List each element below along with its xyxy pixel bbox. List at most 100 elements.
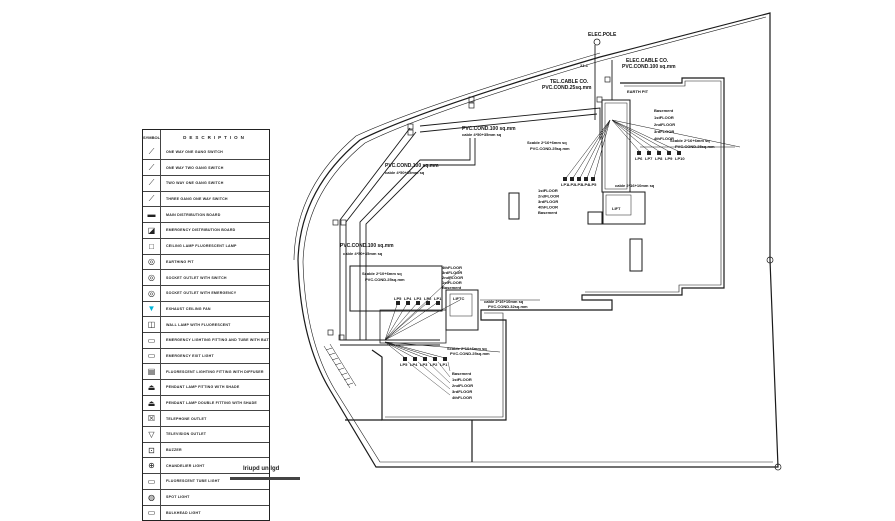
tv-outlet-icon: ▽: [143, 427, 161, 442]
legend-row: ◫WALL LAMP WITH FLUORESCENT: [143, 316, 269, 332]
panel-label: LP1: [434, 296, 442, 301]
legend-row: ⟋TWO WAY ONE GANG SWITCH: [143, 175, 269, 191]
legend-row: ◍ SPOT LIGHT: [143, 488, 269, 505]
floor-label: 1stFLOOR: [452, 377, 472, 382]
label-lift-2: LIFTC: [453, 296, 464, 301]
bulkhead-icon: ▭: [143, 505, 161, 521]
legend-row: ▭ EMERGENCY LIGHTING FITTING AND TUBE WIT…: [143, 331, 269, 348]
panel-label: LP2: [430, 362, 438, 367]
label-subcable-4-conduit: PVC.COND.25sq.mm: [365, 277, 405, 282]
label-subcable-4: Scable 2*10+6mm sq: [362, 271, 402, 276]
emergency-board-icon: ◪: [143, 223, 161, 238]
panel-label: LP2: [424, 296, 432, 301]
label-elec-cable: ELEC.CABLE CO.: [626, 58, 669, 64]
label-cable-main-3: cable 4*50+35mm sq: [343, 251, 383, 256]
legend-header-symbol: SYMBOL: [143, 130, 161, 145]
legend-row: ▭ EMERGENCY EXIT LIGHT: [143, 347, 269, 364]
legend-row: ▭FLUORESCENT TUBE LIGHT: [143, 473, 269, 489]
legend-row: ▬MAIN DISTRIBUTION BOARD: [143, 206, 269, 223]
legend-row: ⟋ONE WAY ONE GANG SWITCH: [143, 144, 269, 160]
legend-description: THREE GANG ONE WAY SWITCH: [166, 197, 228, 202]
panel-label: LP5: [400, 362, 408, 367]
label-subcable-1-conduit: PVC.COND.25sq.mm: [530, 146, 570, 151]
panel-label: LP7: [645, 156, 653, 161]
legend-table: SYMBOL DESCRIPTION ⟋ONE WAY ONE GANG SWI…: [142, 129, 270, 521]
legend-description: CEILING LAMP FLUORESCENT LAMP: [166, 244, 237, 249]
label-tel-cable: TEL.CABLE CO.: [550, 79, 589, 85]
elec-pole-icon: [593, 38, 601, 46]
legend-description: MAIN DISTRIBUTION BOARD: [166, 212, 221, 217]
legend-row: ◎ EARTHING PIT: [143, 253, 269, 270]
floor-label: 3rdFLOOR: [538, 199, 558, 204]
legend-row: ⏏PENDANT LAMP DOUBLE FITTING WITH SHADE: [143, 394, 269, 411]
riser-shaft: [601, 99, 631, 193]
legend-description: SPOT LIGHT: [166, 495, 190, 500]
fluorescent-tube-icon: ▭: [143, 474, 161, 489]
exhaust-fan-icon: ▼: [143, 301, 161, 317]
label-elec-pole: ELEC.POLE: [588, 32, 617, 38]
floor-label: Basement: [654, 108, 674, 113]
label-lift-cable: cable 2*16+10mm sq: [615, 183, 655, 188]
floor-label: 2ndFLOOR: [538, 194, 559, 199]
site-boundary: [297, 12, 779, 468]
spot-light-icon: ◍: [143, 489, 161, 505]
floor-label: 3rdFLOOR: [452, 389, 472, 394]
earth-pit-icon: ◎: [143, 254, 161, 270]
label-earth-pit: EARTH PIT: [627, 89, 649, 94]
floor-label: 4thFLOOR: [442, 265, 462, 270]
panel-label: LP10: [675, 156, 685, 161]
legend-description: TELEPHONE OUTLET: [166, 416, 207, 421]
floor-label: 2ndFLOOR: [654, 122, 675, 127]
legend-description: SOCKET OUTLET WITH EMERGENCY: [166, 291, 237, 296]
legend-row: ◎SOCKET OUTLET WITH EMERGENCY: [143, 284, 269, 301]
floor-label: 4thFLOOR: [452, 395, 472, 400]
legend-description: BULKHEAD LIGHT: [166, 510, 201, 515]
emergency-light-icon: ▭: [143, 332, 161, 348]
label-subcable-2: Scable 2*16+6mm sq: [670, 138, 710, 143]
panel-label: LP4: [410, 362, 418, 367]
chandelier-icon: ⊕: [143, 458, 161, 474]
floor-label: Basement: [442, 285, 462, 290]
legend-row: ▼EXHAUST CEILING FAN: [143, 300, 269, 317]
legend-header: SYMBOL DESCRIPTION: [143, 130, 269, 145]
floor-plan: ELEC.POLE ELEC.CABLE CO. PVC.COND.100 sq…: [293, 12, 782, 471]
legend-description: PENDANT LAMP DOUBLE FITTING WITH SHADE: [166, 401, 257, 406]
legend-row: ◪ EMERGENCY DISTRIBUTION BOARD: [143, 222, 269, 238]
label-subcable-1: Scable 2*16+6mm sq: [527, 140, 567, 145]
floor-label: 3rdFLOOR: [654, 129, 674, 134]
ceiling-lamp-icon: □: [143, 238, 161, 254]
label-conduit-main-1: PVC.COND.100 sq.mm: [462, 126, 516, 132]
legend-description: FLUORESCENT LIGHTING FITTING WITH DIFFUS…: [166, 369, 264, 374]
staircase: [323, 343, 357, 389]
legend-description: EMERGENCY EXIT LIGHT: [166, 353, 214, 358]
wall-lamp-icon: ◫: [143, 317, 161, 332]
legend-row: ▭ BULKHEAD LIGHT: [143, 504, 269, 521]
label-cable-main-1: cable 4*50+35mm sq: [462, 132, 502, 137]
panel-label: LP1: [440, 362, 448, 367]
legend-description: EARTHING PIT: [166, 259, 194, 264]
floor-label: 3rdFLOOR: [442, 270, 462, 275]
telephone-icon: ☒: [143, 411, 161, 427]
legend-row: ⊕CHANDELIER LIGHT: [143, 457, 269, 474]
floor-label: Basement: [538, 210, 558, 215]
panel-label: LP9: [665, 156, 673, 161]
label-subcable-2-conduit: PVC.COND.25sq.mm: [675, 144, 715, 149]
legend-row: ⟋ THREE GANG ONE WAY SWITCH: [143, 190, 269, 207]
drawing-caption: Iriupd un.lgd: [243, 466, 280, 472]
opening: [508, 192, 520, 220]
buzzer-icon: ⊡: [143, 442, 161, 458]
panel-label: LP6: [635, 156, 643, 161]
legend-description: EMERGENCY LIGHTING FITTING AND TUBE WITH…: [166, 338, 269, 343]
panel-label: LP5: [394, 296, 402, 301]
switch-three-icon: ⟋: [143, 191, 161, 207]
lower-block: [349, 265, 443, 312]
panel-label: LP4: [404, 296, 412, 301]
db-branches: [384, 269, 501, 359]
legend-row: □ CEILING LAMP FLUORESCENT LAMP: [143, 237, 269, 254]
legend-description: SOCKET OUTLET WITH SWITCH: [166, 275, 227, 280]
riser-branches: [565, 119, 741, 179]
legend-description: PENDANT LAMP FITTING WITH SHADE: [166, 385, 240, 390]
emergency-exit-icon: ▭: [143, 348, 161, 364]
switch-double-icon: ⟋: [143, 176, 161, 191]
legend-description: EMERGENCY DISTRIBUTION BOARD: [166, 228, 236, 233]
